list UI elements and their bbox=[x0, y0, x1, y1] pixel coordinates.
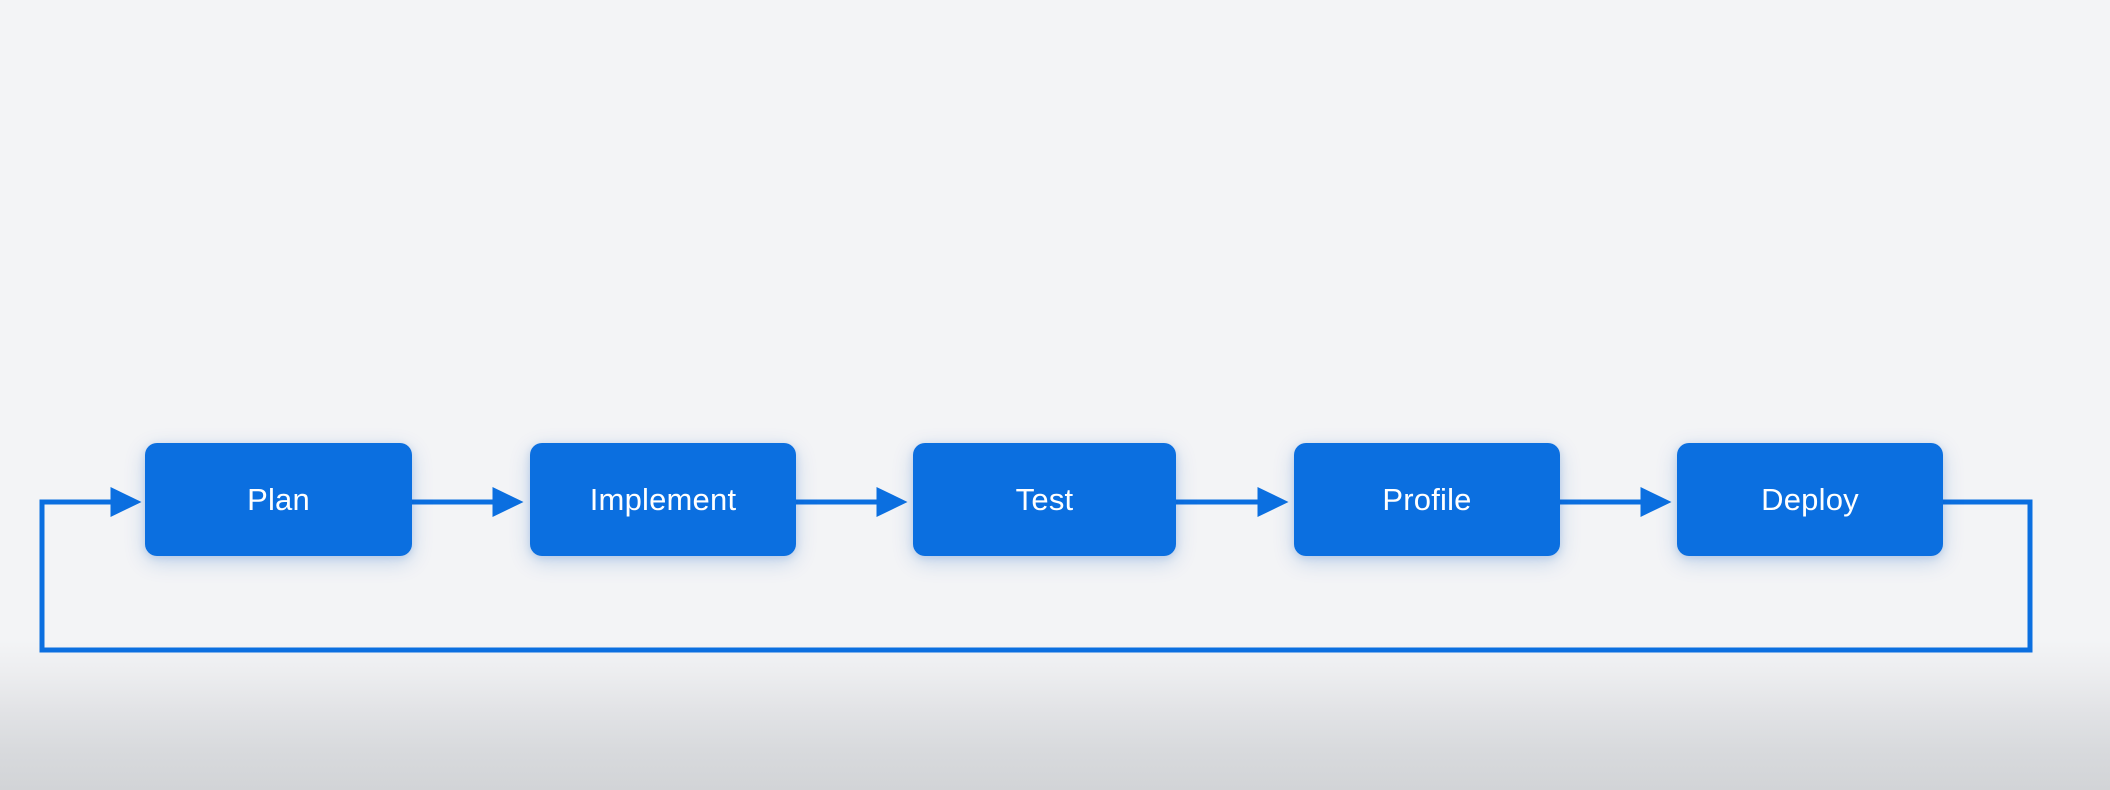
flow-node-test-label: Test bbox=[1015, 482, 1074, 517]
flow-node-implement-label: Implement bbox=[589, 482, 737, 517]
flow-node-plan[interactable]: Plan bbox=[145, 443, 412, 556]
flow-node-deploy-label: Deploy bbox=[1761, 482, 1859, 517]
flow-node-plan-label: Plan bbox=[247, 482, 310, 517]
flow-node-profile-label: Profile bbox=[1382, 482, 1472, 517]
flow-node-deploy[interactable]: Deploy bbox=[1677, 443, 1943, 556]
flow-node-profile[interactable]: Profile bbox=[1294, 443, 1560, 556]
flow-node-test[interactable]: Test bbox=[913, 443, 1176, 556]
flow-node-implement[interactable]: Implement bbox=[530, 443, 796, 556]
edge-deploy-feedback-path bbox=[39, 499, 2033, 653]
